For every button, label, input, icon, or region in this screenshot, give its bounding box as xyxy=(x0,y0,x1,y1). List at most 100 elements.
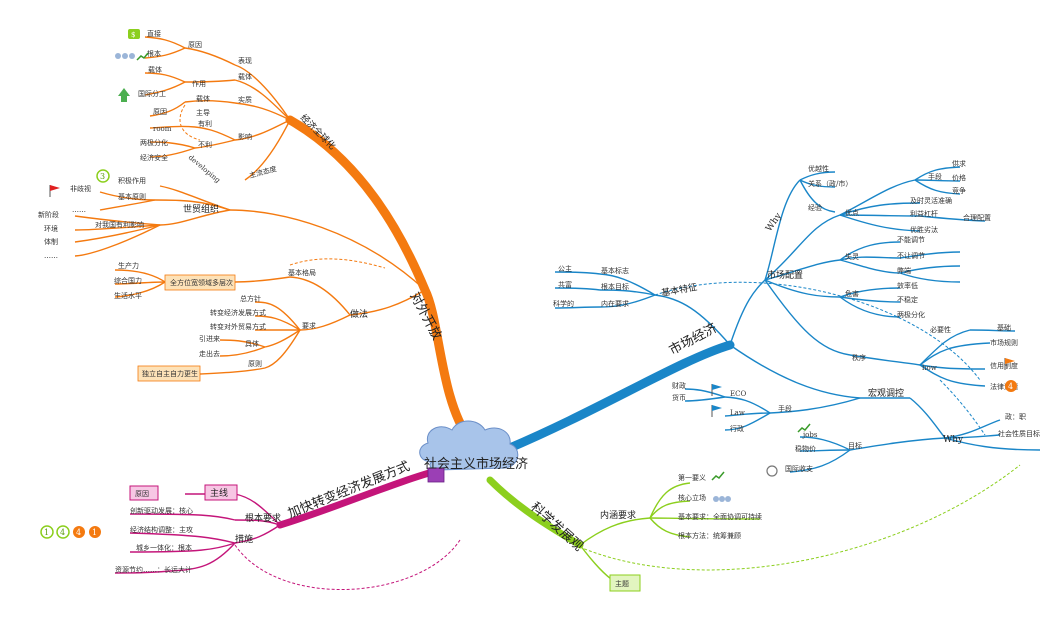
node-label[interactable]: 原因 xyxy=(135,490,149,498)
node-label[interactable]: 生活水平 xyxy=(114,291,142,300)
node-label[interactable]: 资源节约……：长远大计 xyxy=(115,565,192,574)
node-label[interactable]: 不稳定 xyxy=(897,295,918,304)
node-label[interactable]: 经济安全 xyxy=(140,153,168,162)
node-label[interactable]: jobs xyxy=(802,431,818,439)
node-label[interactable]: …… xyxy=(72,206,86,214)
node-label[interactable]: 不让调节 xyxy=(897,251,925,260)
node-label[interactable]: 载体 xyxy=(196,94,210,103)
node-label[interactable]: 手段 xyxy=(928,172,942,181)
node-label[interactable]: 弊端 xyxy=(897,266,911,275)
node-label[interactable]: 效率低 xyxy=(897,281,918,290)
node-label[interactable]: 根本要求 xyxy=(245,512,281,524)
node-label[interactable]: 全方位宽领域多层次 xyxy=(170,278,233,287)
node-label[interactable]: 共富 xyxy=(558,280,572,289)
node-label[interactable]: 载体 xyxy=(148,65,162,74)
node-label[interactable]: 生产力 xyxy=(118,261,139,270)
node-label[interactable]: 根本方法：统筹兼顾 xyxy=(678,531,741,540)
node-label[interactable]: 具体 xyxy=(245,339,259,348)
node-label[interactable]: 经济结构调整：主攻 xyxy=(130,525,193,534)
node-label[interactable]: 1 xyxy=(92,528,97,537)
node-label[interactable]: Law xyxy=(730,409,745,417)
node-label[interactable]: …… xyxy=(44,252,58,260)
node-label[interactable]: 4 xyxy=(60,528,65,537)
node-label[interactable]: 措施 xyxy=(235,533,253,545)
node-label[interactable]: 对我国有利影响 xyxy=(95,220,144,229)
node-label[interactable]: 新阶段 xyxy=(38,210,59,219)
node-label[interactable]: 环境 xyxy=(44,224,58,233)
node-label[interactable]: 市场配置 xyxy=(767,269,803,281)
node-label[interactable]: 供求 xyxy=(952,159,966,168)
node-label[interactable]: 转变对外贸易方式 xyxy=(210,322,266,331)
node-label[interactable]: 直接 xyxy=(147,29,161,38)
node-label[interactable]: 目标 xyxy=(848,441,862,450)
node-label[interactable]: 积极作用 xyxy=(118,176,146,185)
node-label[interactable]: 合理配置 xyxy=(963,213,991,222)
node-label[interactable]: 优点 xyxy=(845,208,859,217)
label-science[interactable]: 科学发展观 xyxy=(527,499,586,554)
node-label[interactable]: 总方针 xyxy=(240,294,261,303)
node-label[interactable]: 两极分化 xyxy=(140,138,168,147)
node-label[interactable]: how xyxy=(922,364,937,372)
node-label[interactable]: 基本格局 xyxy=(288,268,316,277)
center-title[interactable]: 社会主义市场经济 xyxy=(424,456,528,472)
node-label[interactable]: 作用 xyxy=(192,79,206,88)
node-label[interactable]: 基本原则 xyxy=(118,192,146,201)
node-label[interactable]: Why xyxy=(943,435,964,445)
node-label[interactable]: 走出去 xyxy=(199,349,220,358)
node-label[interactable]: 独立自主自力更生 xyxy=(142,369,198,378)
node-label[interactable]: 必要性 xyxy=(930,325,951,334)
node-label[interactable]: 国际分工 xyxy=(138,89,166,98)
node-label[interactable]: room xyxy=(153,125,172,133)
node-label[interactable]: 有利 xyxy=(198,119,212,128)
node-label[interactable]: 主流态度 xyxy=(248,164,277,180)
node-label[interactable]: 利益杠杆 xyxy=(910,209,938,218)
node-label[interactable]: 关系（政/市） xyxy=(808,179,852,188)
node-label[interactable]: 公主 xyxy=(558,264,572,273)
node-label[interactable]: 国际收支 xyxy=(785,464,813,473)
node-label[interactable]: 不利 xyxy=(198,140,212,149)
label-wto[interactable]: 世贸组织 xyxy=(183,203,219,215)
node-label[interactable]: 实质 xyxy=(238,95,252,104)
node-label[interactable]: 竞争 xyxy=(952,186,966,195)
label-methods[interactable]: 做法 xyxy=(350,308,368,320)
node-label[interactable]: 秩序 xyxy=(852,353,866,362)
node-label[interactable]: 基本标志 xyxy=(601,266,629,275)
node-label[interactable]: 基本要求：全面协调可持续 xyxy=(678,512,762,521)
node-label[interactable]: 原因 xyxy=(153,108,167,116)
node-label[interactable]: developing xyxy=(187,153,222,184)
node-label[interactable]: 基础 xyxy=(997,323,1011,332)
node-label[interactable]: 不能调节 xyxy=(897,235,925,244)
node-label[interactable]: 市场规则 xyxy=(990,338,1018,347)
node-label[interactable]: 城乡一体化：根本 xyxy=(136,543,192,552)
node-label[interactable]: 体制 xyxy=(44,237,58,246)
node-label[interactable]: 社会性质目标 xyxy=(998,429,1040,438)
node-label[interactable]: 要求 xyxy=(302,321,316,330)
node-label[interactable]: 手段 xyxy=(778,404,792,413)
node-label[interactable]: 主题 xyxy=(615,579,629,588)
node-label[interactable]: 稳物价 xyxy=(795,444,816,453)
node-label[interactable]: 原则 xyxy=(248,360,262,368)
node-label[interactable]: 法律道德 xyxy=(990,382,1018,391)
node-label[interactable]: 表现 xyxy=(238,56,252,65)
label-transform[interactable]: 加快转变经济发展方式 xyxy=(286,458,413,522)
node-label[interactable]: 根本目标 xyxy=(601,282,629,291)
node-label[interactable]: 转变经济发展方式 xyxy=(210,308,266,317)
node-label[interactable]: 内在要求 xyxy=(601,299,629,308)
node-label[interactable]: 4 xyxy=(76,528,81,537)
node-label[interactable]: 政：职 xyxy=(1005,412,1026,421)
node-label[interactable]: 非歧视 xyxy=(70,184,91,193)
node-label[interactable]: 1 xyxy=(44,528,49,537)
node-label[interactable]: 核心立场 xyxy=(678,493,706,502)
node-label[interactable]: 科学的 xyxy=(553,299,574,308)
node-label[interactable]: 基本特征 xyxy=(660,281,698,299)
node-label[interactable]: 内涵要求 xyxy=(600,509,636,521)
node-label[interactable]: 原因 xyxy=(188,41,202,49)
node-label[interactable]: 价格 xyxy=(952,173,966,182)
node-label[interactable]: 影响 xyxy=(238,132,252,141)
node-label[interactable]: 优胜劣汰 xyxy=(910,225,938,234)
node-label[interactable]: 失灵 xyxy=(845,252,859,261)
node-label[interactable]: ECO xyxy=(730,390,746,398)
node-label[interactable]: 经验 xyxy=(808,203,822,212)
node-label[interactable]: 危害 xyxy=(845,289,859,298)
node-label[interactable]: 行政 xyxy=(730,424,744,433)
